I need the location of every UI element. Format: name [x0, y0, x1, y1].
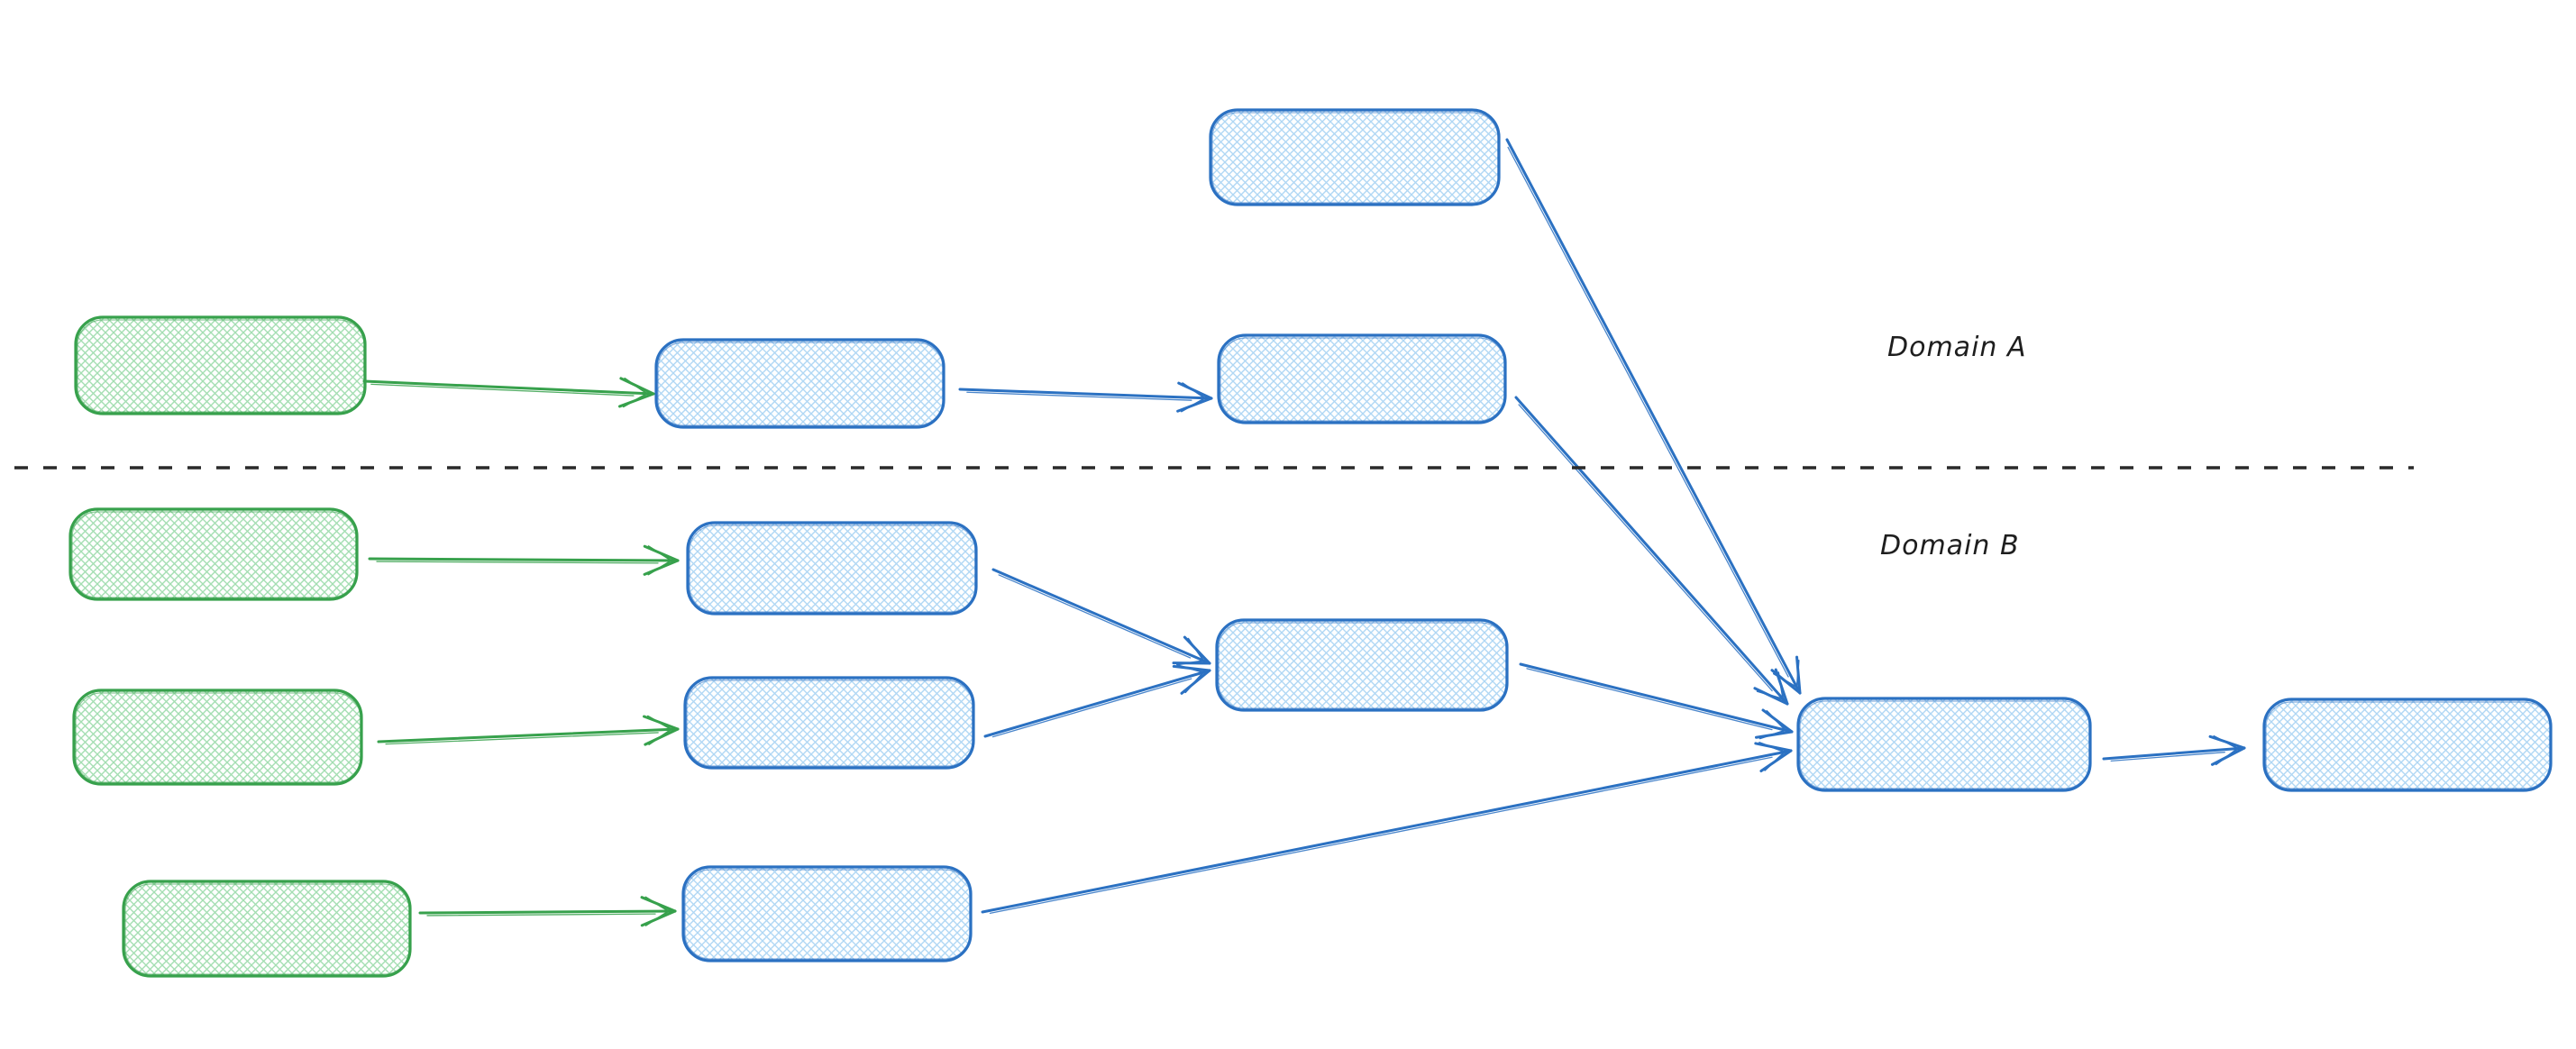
arrowhead-line	[2213, 734, 2239, 750]
arrow-shaft	[362, 379, 655, 396]
node-sketch-stroke	[1218, 622, 1507, 709]
arrow-green-a1-to-blue-a-mid	[362, 377, 655, 408]
arrow-shaft	[958, 388, 1213, 400]
edges-layer	[362, 138, 2246, 927]
node-sketch-stroke	[1219, 337, 1505, 422]
arrowhead-line	[647, 545, 672, 561]
arrowhead-line	[1756, 690, 1785, 700]
node-green-b2	[72, 689, 363, 786]
node-blue-a-mid	[654, 338, 945, 429]
node-green-a1	[74, 315, 367, 415]
node-sketch-stroke	[71, 511, 357, 598]
arrow-shaft-sketch	[1518, 404, 1773, 692]
node-sketch-stroke	[1211, 112, 1499, 204]
arrow-shaft-sketch	[370, 383, 635, 397]
arrow-shaft-sketch	[426, 913, 656, 917]
arrow-green-b2-to-blue-b2	[377, 715, 680, 746]
node-sketch-stroke	[686, 680, 973, 767]
arrowhead-line	[644, 910, 670, 926]
arrowhead-line	[1795, 659, 1800, 689]
node-blue-b1	[686, 521, 978, 616]
arrow-blue-b1-to-blue-b-mid	[991, 568, 1211, 666]
arrow-shaft-sketch	[2110, 752, 2225, 762]
arrow-shaft-sketch	[376, 561, 659, 564]
arrow-shaft-sketch	[991, 678, 1192, 738]
node-blue-b2	[683, 676, 975, 770]
arrow-green-b1-to-blue-b1	[368, 544, 680, 576]
node-sketch-stroke	[1799, 700, 2090, 789]
arrow-shaft	[368, 557, 680, 562]
arrow-shaft	[991, 568, 1211, 665]
arrow-shaft	[983, 669, 1211, 738]
arrow-blue-b3-to-blue-converge	[981, 742, 1793, 915]
arrow-shaft-sketch	[1507, 146, 1789, 678]
arrow-green-b3-to-blue-b3	[418, 896, 677, 927]
node-sketch-stroke	[684, 869, 971, 960]
arrowhead-line	[622, 392, 648, 408]
arrowhead-line	[2215, 747, 2239, 766]
node-sketch-stroke	[689, 524, 976, 613]
arrow-shaft	[2102, 746, 2246, 761]
node-blue-a-right	[1217, 333, 1507, 424]
arrow-shaft-sketch	[1526, 668, 1773, 731]
arrow-blue-a-right-to-blue-converge	[1514, 396, 1789, 706]
arrowhead-line	[1180, 397, 1206, 413]
node-green-b3	[122, 880, 412, 978]
arrowhead-line	[646, 715, 672, 731]
arrowhead-line	[1187, 637, 1205, 662]
arrow-shaft	[418, 909, 677, 915]
arrow-blue-converge-to-blue-right	[2102, 734, 2246, 766]
arrowhead-line	[1758, 742, 1786, 753]
node-sketch-stroke	[2265, 701, 2551, 789]
node-sketch-stroke	[75, 692, 361, 783]
arrowhead-line	[647, 560, 672, 576]
node-blue-top	[1209, 108, 1501, 206]
arrowhead-line	[1182, 382, 1206, 399]
nodes-layer	[69, 108, 2553, 978]
node-blue-b-mid	[1215, 618, 1509, 712]
node-sketch-stroke	[124, 883, 410, 975]
arrowhead-line	[1766, 710, 1787, 732]
arrowhead-line	[1777, 671, 1785, 700]
arrow-blue-a-mid-to-blue-a-right	[958, 381, 1213, 413]
arrow-blue-top-to-blue-converge	[1505, 138, 1802, 695]
arrowhead-line	[624, 378, 648, 395]
arrowhead-line	[1764, 751, 1786, 771]
arrow-shaft-sketch	[966, 391, 1192, 401]
arrow-shaft	[981, 749, 1793, 914]
arrow-blue-b2-to-blue-b-mid	[983, 664, 1211, 738]
node-blue-b3	[681, 865, 973, 962]
arrow-shaft-sketch	[385, 732, 659, 745]
node-sketch-stroke	[77, 319, 365, 413]
domain-a-label: Domain A	[1887, 332, 2027, 363]
arrowhead-line	[1758, 729, 1787, 740]
arrowhead-line	[648, 728, 672, 745]
node-blue-right	[2262, 698, 2553, 792]
arrow-blue-b-mid-to-blue-converge	[1519, 662, 1794, 740]
arrow-shaft	[377, 727, 680, 743]
arrowhead-line	[1175, 660, 1205, 666]
domain-b-label: Domain B	[1880, 530, 2020, 561]
arrowhead-line	[1176, 664, 1205, 673]
arrow-shaft-sketch	[998, 574, 1192, 659]
arrow-shaft-sketch	[989, 756, 1773, 915]
arrowhead-line	[644, 896, 670, 912]
node-blue-converge	[1796, 697, 2092, 792]
arrow-shaft	[1519, 662, 1794, 734]
node-green-b1	[69, 507, 359, 601]
arrow-shaft	[1514, 396, 1789, 706]
arrowhead-line	[1184, 671, 1205, 694]
arrow-shaft	[1505, 138, 1802, 695]
node-sketch-stroke	[657, 342, 944, 426]
